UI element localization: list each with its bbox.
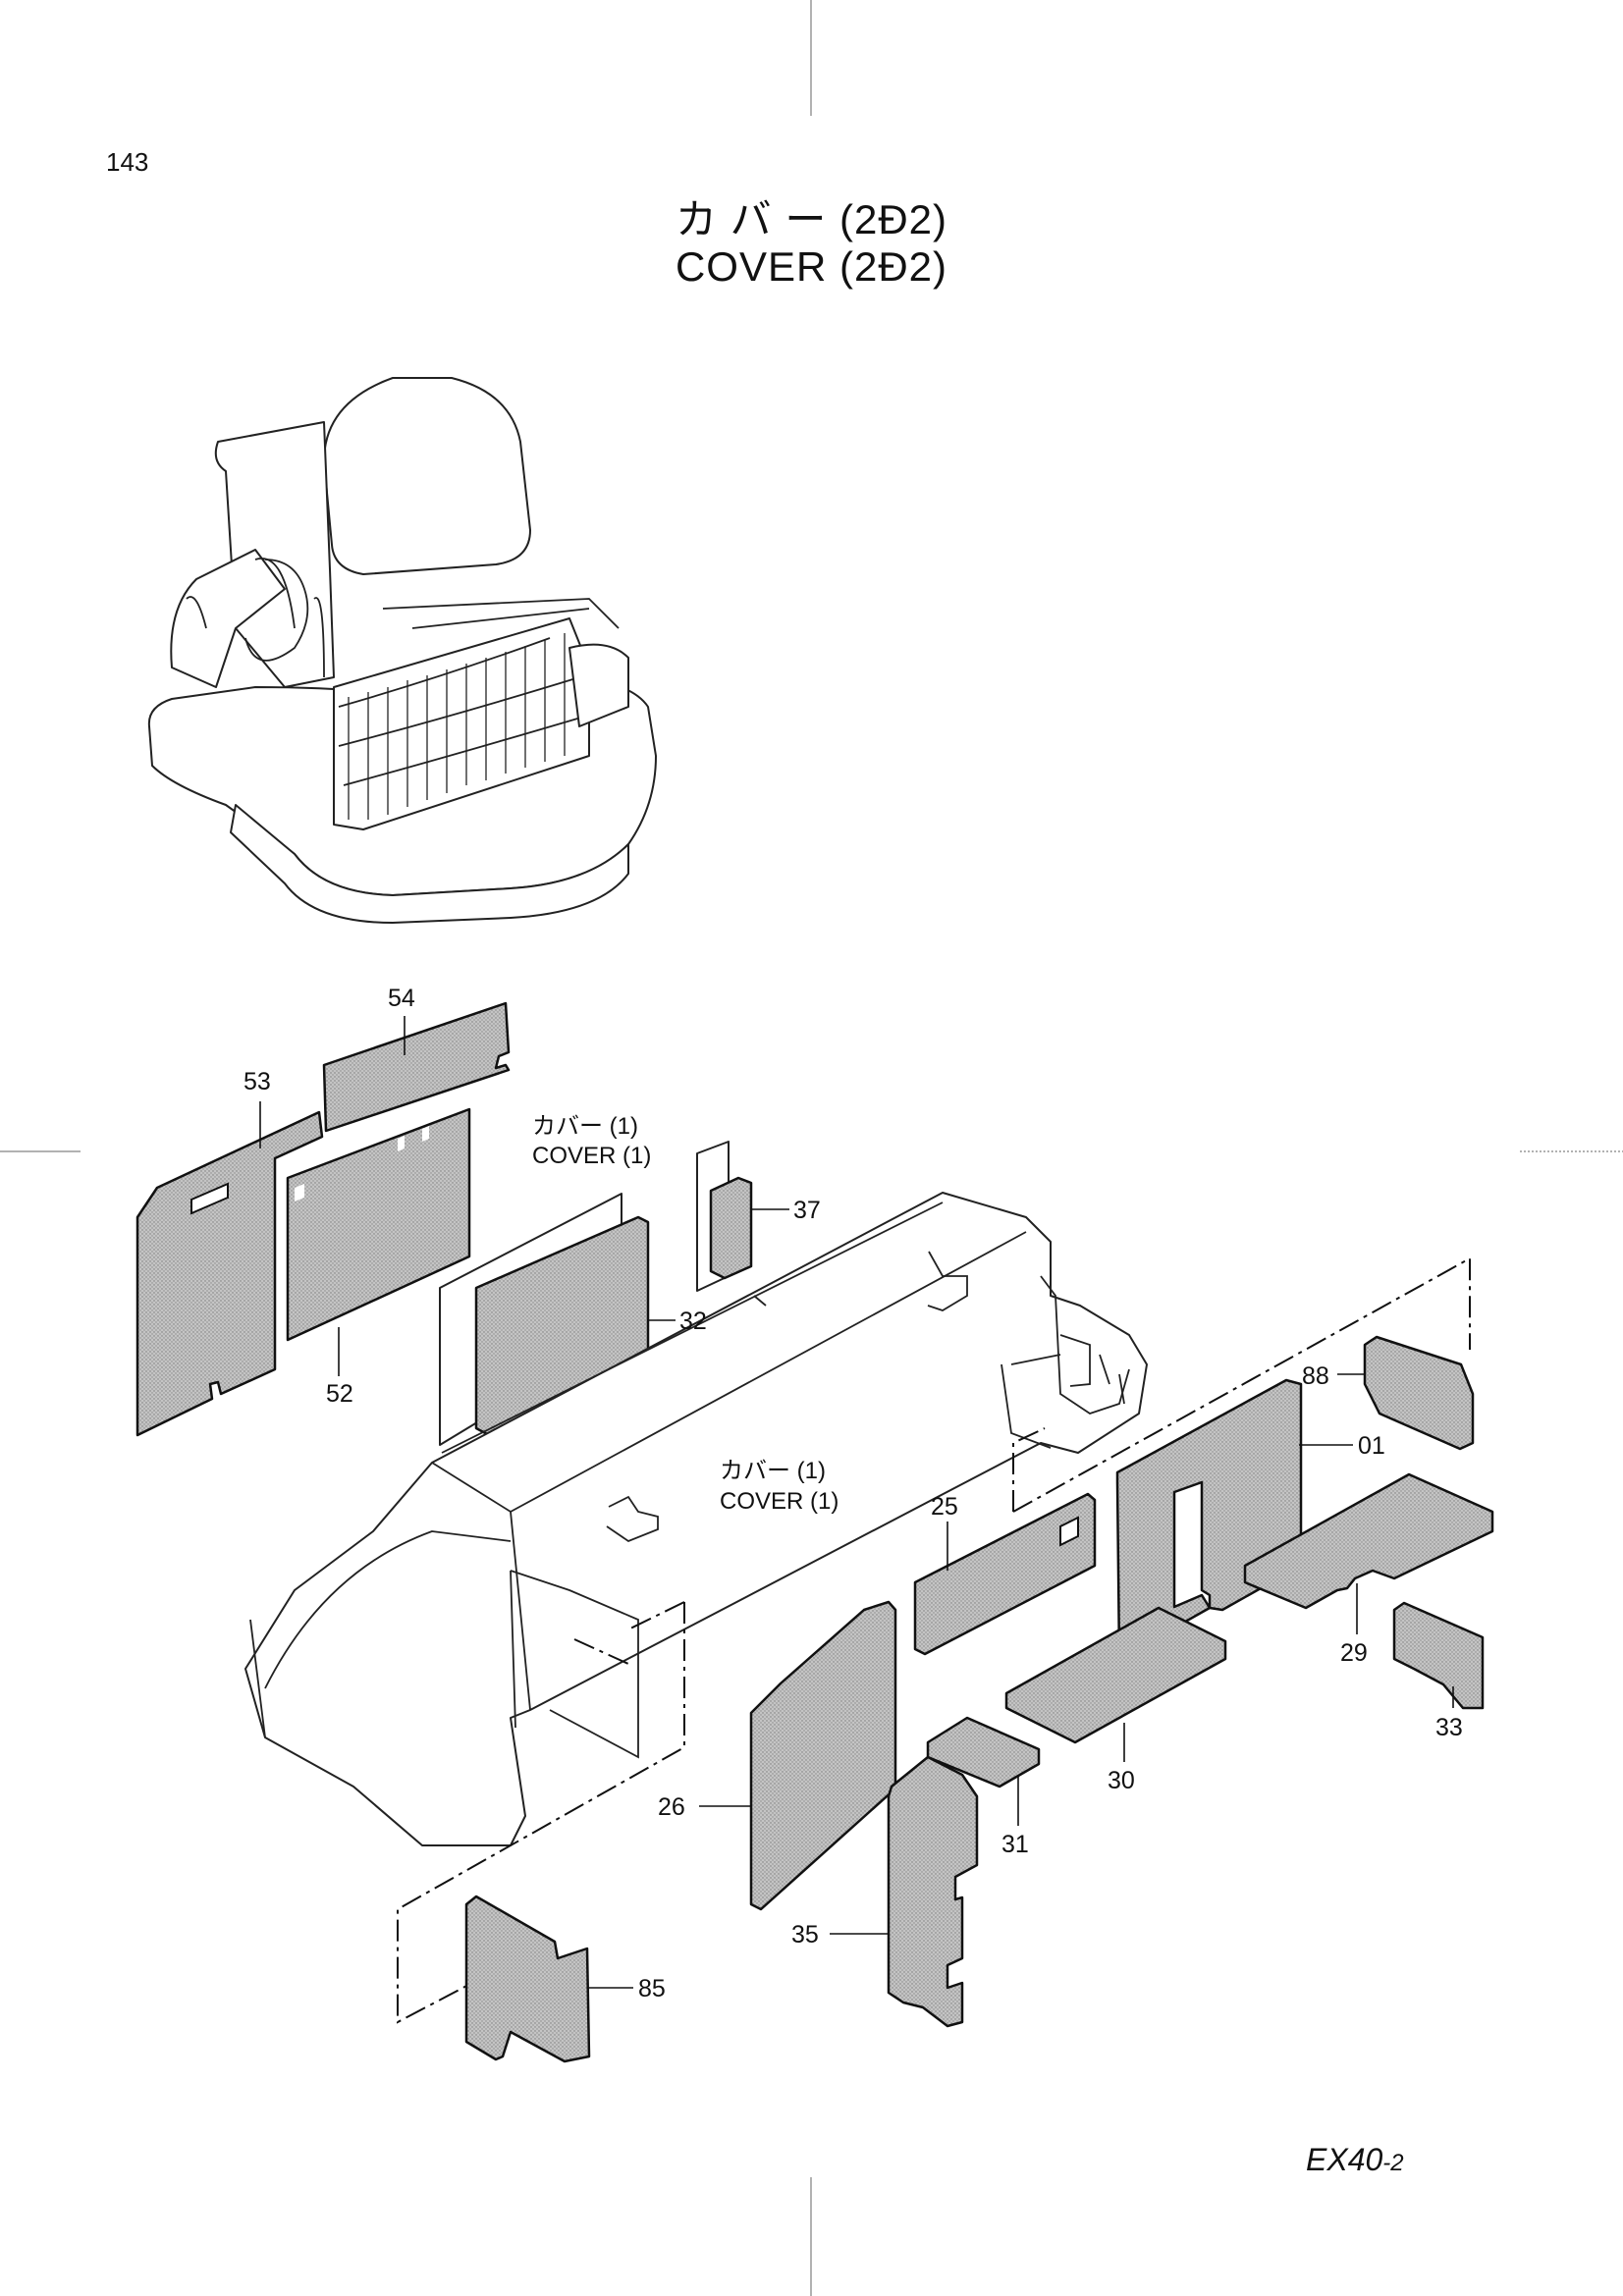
part-26-panel	[749, 1600, 897, 1911]
callout-53: 53	[243, 1068, 271, 1095]
callout-37: 37	[793, 1197, 821, 1224]
model-code: EX40-2	[1306, 2142, 1404, 2178]
part-25-strip	[913, 1492, 1097, 1656]
callout-29: 29	[1340, 1639, 1368, 1667]
part-88-block	[1363, 1335, 1475, 1451]
page-title-english: COVER (2Ð2)	[675, 243, 948, 290]
callout-35: 35	[791, 1921, 819, 1949]
machine-overview-illustration	[147, 377, 657, 924]
callout-52: 52	[326, 1380, 353, 1408]
callout-30: 30	[1108, 1767, 1135, 1794]
part-37-block	[696, 1141, 753, 1292]
part-29-plate	[1243, 1472, 1494, 1610]
main-cover-frame	[244, 1192, 1148, 1846]
page-title-japanese: カ バ ー (2Ð2)	[675, 196, 948, 242]
caption-cover-a-english: COVER (1)	[532, 1143, 651, 1169]
caption-cover-a-japanese: カバー (1)	[532, 1113, 638, 1140]
part-53-panel	[135, 1110, 324, 1437]
callout-33: 33	[1435, 1714, 1463, 1741]
callout-25: 25	[931, 1493, 958, 1521]
part-35-bracket	[887, 1755, 979, 2028]
caption-cover-b-japanese: カバー (1)	[720, 1458, 826, 1484]
part-33-block	[1392, 1601, 1485, 1710]
callout-26: 26	[658, 1793, 685, 1821]
cover-captions: カバー (1) COVER (1) カバー (1) COVER (1)	[532, 1113, 839, 1515]
reference-boxes	[397, 1256, 1471, 2024]
callout-32: 32	[679, 1308, 707, 1335]
callout-54: 54	[388, 985, 415, 1012]
part-85-bracket	[464, 1895, 591, 2063]
caption-cover-b-english: COVER (1)	[720, 1488, 839, 1515]
model-name: EX40	[1306, 2142, 1383, 2177]
model-suffix: -2	[1382, 2150, 1404, 2176]
callout-01: 01	[1358, 1432, 1385, 1460]
page-number: 143	[106, 147, 149, 177]
part-52-panel	[286, 1107, 471, 1342]
callout-31: 31	[1001, 1831, 1029, 1858]
callouts: 54 53 52 37 32 88 01 25 29 33 30 31 26 3…	[243, 985, 1463, 2002]
callout-85: 85	[638, 1975, 666, 2002]
callout-88: 88	[1302, 1362, 1329, 1390]
leader-lines	[259, 1016, 1454, 1989]
part-54-panel	[322, 1001, 511, 1133]
part-30-plate	[1004, 1606, 1227, 1744]
